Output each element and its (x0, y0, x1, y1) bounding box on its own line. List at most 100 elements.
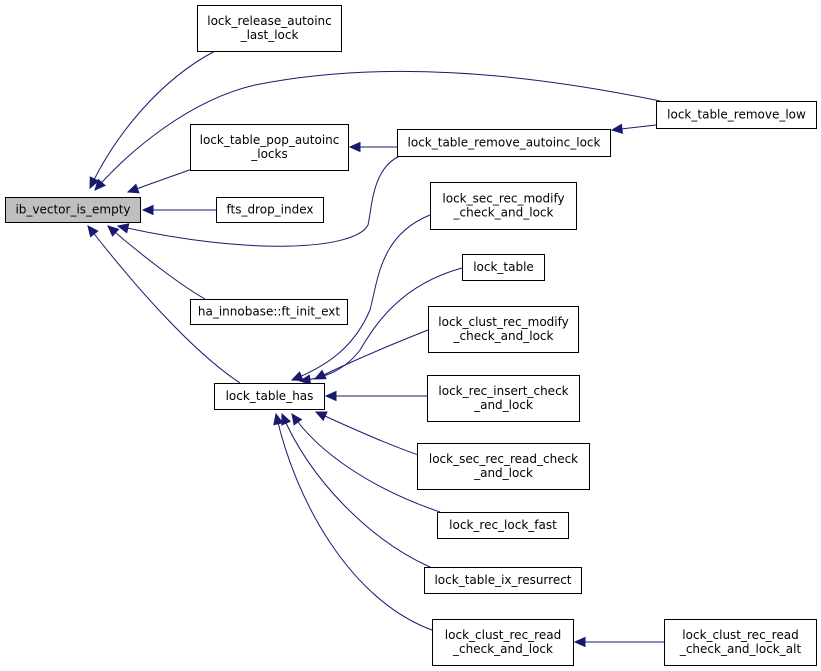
node-lock-clust-rec-read-check-and-lock[interactable]: lock_clust_rec_read_check_and_lock (432, 619, 574, 666)
node-lock-sec-rec-read-check-and-lock[interactable]: lock_sec_rec_read_check_and_lock (417, 443, 590, 490)
arrowhead (116, 223, 130, 234)
nodes-layer: ib_vector_is_emptylock_release_autoinc_l… (5, 5, 817, 666)
node-label: ha_innobase::ft_init_ext (198, 305, 341, 319)
node-box (427, 375, 580, 422)
node-label: _and_lock (473, 466, 533, 480)
node-label: _and_lock (473, 398, 533, 412)
edge-lock_clust_rec_modify_check_and_lock-to-lock_table_has (313, 329, 429, 380)
node-label: lock_table_pop_autoinc (200, 133, 340, 147)
edge-line (275, 413, 433, 631)
node-label: lock_clust_rec_read (445, 628, 561, 642)
edge-fts_drop_index-to-ib_vector_is_empty (141, 204, 216, 216)
arrowhead (141, 204, 154, 216)
edge-ha_innobase_ft_init_ext-to-ib_vector_is_empty (107, 225, 206, 300)
node-box (397, 129, 611, 157)
arrowhead (273, 412, 284, 426)
edge-lock_sec_rec_modify_check_and_lock-to-lock_table_has (290, 214, 431, 381)
node-ib-vector-is-empty[interactable]: ib_vector_is_empty (5, 197, 141, 223)
edge-lock_rec_lock_fast-to-lock_table_has (291, 413, 441, 513)
node-box (5, 197, 141, 223)
edges-layer (87, 50, 664, 648)
arrowhead (281, 412, 292, 426)
node-box (417, 443, 590, 490)
edge-lock_table_remove_low-to-lock_table_remove_autoinc_lock (610, 123, 657, 135)
node-label: _locks (250, 147, 287, 161)
node-label: ib_vector_is_empty (15, 203, 130, 217)
node-box (656, 101, 817, 129)
edge-line (87, 225, 241, 384)
edge-lock_table_has-to-ib_vector_is_empty (87, 225, 241, 384)
node-box (190, 124, 349, 171)
node-lock-table-remove-low[interactable]: lock_table_remove_low (656, 101, 817, 129)
node-lock-clust-rec-modify-check-and-lock[interactable]: lock_clust_rec_modify_check_and_lock (428, 306, 579, 353)
node-box (462, 254, 545, 281)
edge-lock_clust_rec_read_check_and_lock_alt-to-lock_clust_rec_read_check_and_lock (573, 636, 664, 648)
edge-lock_table_remove_low-to-ib_vector_is_empty (94, 70, 661, 191)
arrowhead (126, 183, 140, 194)
arrowhead (348, 141, 361, 153)
node-lock-table[interactable]: lock_table (462, 254, 545, 281)
edge-line (89, 50, 216, 189)
edge-lock_release_autoinc_last_lock-to-ib_vector_is_empty (89, 50, 216, 190)
arrowhead (89, 176, 100, 190)
node-label: _check_and_lock (453, 329, 554, 343)
arrowhead (324, 390, 337, 402)
node-lock-rec-lock-fast[interactable]: lock_rec_lock_fast (437, 512, 569, 539)
arrowhead (290, 371, 304, 381)
edge-lock_table_remove_autoinc_lock-to-ib_vector_is_empty (116, 155, 401, 247)
edge-line (281, 413, 431, 568)
node-label: lock_table_has (226, 389, 314, 403)
node-label: lock_table_remove_low (667, 108, 806, 122)
arrowhead (573, 636, 586, 648)
node-label: lock_clust_rec_read (682, 628, 798, 642)
node-box (197, 5, 342, 52)
edge-line (291, 214, 431, 381)
edge-line (107, 225, 206, 300)
node-ha-innobase-ft-init-ext[interactable]: ha_innobase::ft_init_ext (190, 299, 348, 325)
node-box (437, 512, 569, 539)
node-label: lock_rec_insert_check (438, 384, 568, 398)
arrowhead (610, 123, 624, 135)
node-label: _check_and_lock_alt (679, 642, 802, 656)
node-box (424, 567, 582, 594)
node-label: lock_sec_rec_read_check (429, 452, 578, 466)
arrowhead (94, 178, 106, 191)
edge-lock_rec_insert_check_and_lock-to-lock_table_has (324, 390, 427, 402)
node-label: lock_table_remove_autoinc_lock (408, 136, 601, 150)
node-fts-drop-index[interactable]: fts_drop_index (216, 197, 324, 223)
arrowhead (298, 374, 312, 385)
node-lock-table-pop-autoinc-locks[interactable]: lock_table_pop_autoinc_locks (190, 124, 349, 171)
arrowhead (291, 413, 303, 426)
edge-lock_table_pop_autoinc_locks-to-ib_vector_is_empty (126, 167, 196, 194)
node-label: lock_release_autoinc (207, 14, 332, 28)
node-label: lock_table (473, 260, 534, 274)
edge-line (314, 329, 429, 380)
node-lock-clust-rec-read-check-and-lock-alt[interactable]: lock_clust_rec_read_check_and_lock_alt (664, 619, 817, 666)
node-box (214, 383, 325, 410)
edge-lock_clust_rec_read_check_and_lock-to-lock_table_has (273, 412, 433, 631)
arrowhead (107, 225, 120, 237)
node-lock-rec-insert-check-and-lock[interactable]: lock_rec_insert_check_and_lock (427, 375, 580, 422)
edge-line (291, 413, 441, 513)
node-lock-table-remove-autoinc-lock[interactable]: lock_table_remove_autoinc_lock (397, 129, 611, 157)
node-label: lock_table_ix_resurrect (434, 573, 571, 587)
node-label: lock_clust_rec_modify (438, 315, 568, 329)
arrowhead (314, 411, 328, 422)
node-box (430, 182, 577, 230)
node-label: lock_sec_rec_modify (442, 192, 564, 206)
node-label: _last_lock (240, 28, 299, 42)
arrowhead (87, 225, 99, 238)
edge-line (127, 167, 196, 193)
node-lock-sec-rec-modify-check-and-lock[interactable]: lock_sec_rec_modify_check_and_lock (430, 182, 577, 230)
node-lock-table-has[interactable]: lock_table_has (214, 383, 325, 410)
node-lock-table-ix-resurrect[interactable]: lock_table_ix_resurrect (424, 567, 582, 594)
node-box (428, 306, 579, 353)
node-box (664, 619, 817, 666)
edge-line (94, 70, 661, 191)
node-lock-release-autoinc-last-lock[interactable]: lock_release_autoinc_last_lock (197, 5, 342, 52)
node-box (432, 619, 574, 666)
edge-lock_table_remove_autoinc_lock-to-lock_table_pop_autoinc_locks (348, 141, 397, 153)
node-label: _check_and_lock (452, 642, 553, 656)
